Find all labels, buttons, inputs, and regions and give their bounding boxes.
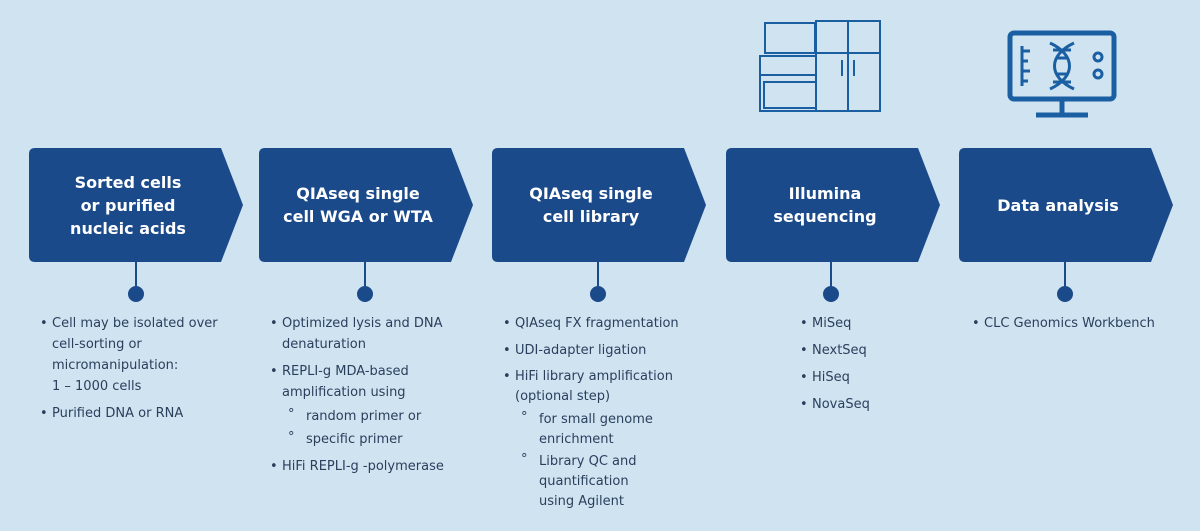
list-item: MiSeq	[800, 313, 920, 334]
list-item: REPLI-g MDA-based amplification using ra…	[270, 361, 475, 450]
chevron-shape	[259, 148, 473, 262]
list-item: UDI-adapter ligation	[503, 340, 703, 361]
step-details-list: CLC Genomics Workbench	[972, 313, 1187, 340]
step-details-list: MiSeq NextSeq HiSeq NovaSeq	[800, 313, 920, 421]
dna-monitor-icon	[1007, 30, 1117, 118]
list-item: HiSeq	[800, 367, 920, 388]
sub-list-item: Library QC and quantification using Agil…	[515, 450, 665, 512]
list-item: NextSeq	[800, 340, 920, 361]
connector-line	[364, 262, 366, 286]
list-item: Optimized lysis and DNA denaturation	[270, 313, 475, 355]
step-label: QIAseq single cell WGA or WTA	[283, 184, 433, 226]
chevron-shape	[726, 148, 940, 262]
connector-dot	[1057, 286, 1073, 302]
connector-dot	[357, 286, 373, 302]
connector-line	[597, 262, 599, 286]
sub-list-item: for small genome enrichment	[515, 408, 665, 450]
step-details-list: Cell may be isolated over cell-sorting o…	[40, 313, 240, 430]
list-item: Cell may be isolated over cell-sorting o…	[40, 313, 240, 397]
connector-dot	[128, 286, 144, 302]
step-label: QIAseq single cell library	[529, 184, 653, 226]
connector-line	[1064, 262, 1066, 286]
connector-line	[135, 262, 137, 286]
step-label: Sorted cells or purified nucleic acids	[70, 172, 186, 238]
step-label: Illumina sequencing	[773, 184, 877, 226]
step-wga-wta: QIAseq single cell WGA or WTA	[259, 148, 473, 262]
connector-dot	[823, 286, 839, 302]
step-details-list: Optimized lysis and DNA denaturation REP…	[270, 313, 475, 483]
sequencer-instrument-icon	[759, 20, 881, 112]
step-data-analysis: Data analysis	[959, 148, 1173, 262]
connector-dot	[590, 286, 606, 302]
step-label: Data analysis	[997, 195, 1119, 215]
sub-list-item: random primer or	[282, 404, 475, 427]
list-item: QIAseq FX fragmentation	[503, 313, 703, 334]
chevron-shape	[29, 148, 243, 262]
list-item: NovaSeq	[800, 394, 920, 415]
step-details-list: QIAseq FX fragmentation UDI-adapter liga…	[503, 313, 703, 518]
list-item: CLC Genomics Workbench	[972, 313, 1187, 334]
chevron-shape	[959, 148, 1173, 262]
list-item: HiFi library amplification (optional ste…	[503, 367, 703, 512]
step-illumina-sequencing: Illumina sequencing	[726, 148, 940, 262]
chevron-shape	[492, 148, 706, 262]
step-sorted-cells: Sorted cells or purified nucleic acids	[29, 148, 243, 262]
connector-line	[830, 262, 832, 286]
step-library: QIAseq single cell library	[492, 148, 706, 262]
list-item: HiFi REPLI-g -polymerase	[270, 456, 475, 477]
sub-list-item: specific primer	[282, 427, 475, 450]
list-item: Purified DNA or RNA	[40, 403, 240, 424]
